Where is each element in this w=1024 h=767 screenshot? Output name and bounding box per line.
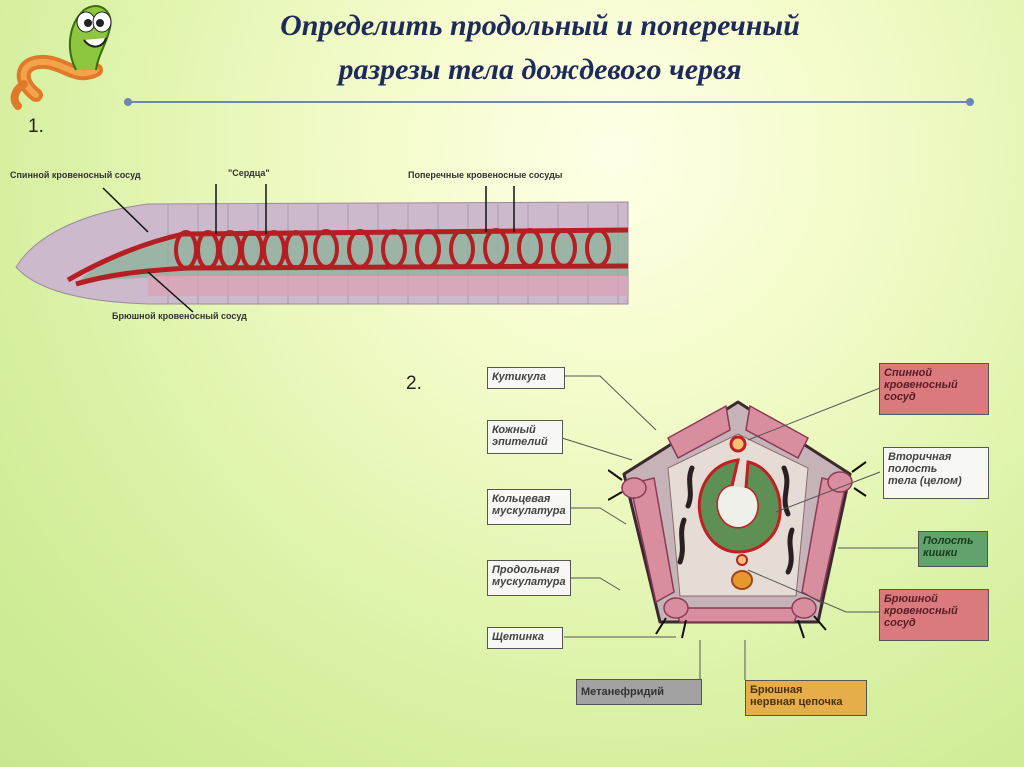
label-gut-cavity: Полость кишки — [918, 531, 988, 567]
label-skin-epithelium: Кожный эпителий — [487, 420, 563, 454]
figure-1-number: 1. — [28, 116, 44, 137]
label-ventral-vessel-section: Брюшной кровеносный сосуд — [879, 589, 989, 641]
ventral-vessel-section — [736, 554, 748, 566]
heart-loops — [174, 228, 611, 270]
label-bristle: Щетинка — [487, 627, 563, 649]
dorsal-vessel-section — [729, 435, 747, 453]
label-nerve-chain: Брюшная нервная цепочка — [745, 680, 867, 716]
worm-mascot-icon — [10, 5, 112, 110]
label-hearts: "Сердца" — [228, 168, 270, 178]
title-divider — [124, 98, 974, 106]
label-longitudinal-muscles: Продольная мускулатура — [487, 560, 571, 596]
slide-title: Определить продольный и поперечный разре… — [160, 4, 920, 92]
muscle-bands — [621, 404, 853, 623]
title-line-2: разрезы тела дождевого червя — [338, 53, 742, 86]
figure-2-number: 2. — [406, 373, 422, 394]
label-ventral-vessel: Брюшной кровеносный сосуд — [112, 311, 247, 321]
label-dorsal-vessel: Спинной кровеносный сосуд — [10, 170, 141, 180]
muscle-band — [148, 276, 628, 296]
title-line-1: Определить продольный и поперечный — [280, 9, 800, 42]
label-coelom: Вторичная полость тела (целом) — [883, 447, 989, 499]
label-transverse-vessels: Поперечные кровеносные сосуды — [408, 170, 563, 180]
cross-section-diagram — [608, 400, 867, 639]
nerve-chain-section — [731, 570, 753, 590]
divider-dot-left — [124, 98, 132, 106]
label-dorsal-vessel-section: Спинной кровеносный сосуд — [879, 363, 989, 415]
nephridia — [677, 465, 795, 575]
leader-dorsal — [102, 187, 149, 233]
label-circular-muscles: Кольцевая мускулатура — [487, 489, 571, 525]
bristles — [608, 461, 867, 639]
divider-dot-right — [966, 98, 974, 106]
longitudinal-section-diagram — [15, 184, 629, 313]
leader-ventral — [147, 271, 194, 313]
label-cuticle: Кутикула — [487, 367, 565, 389]
label-metanephridium: Метанефридий — [576, 679, 702, 705]
